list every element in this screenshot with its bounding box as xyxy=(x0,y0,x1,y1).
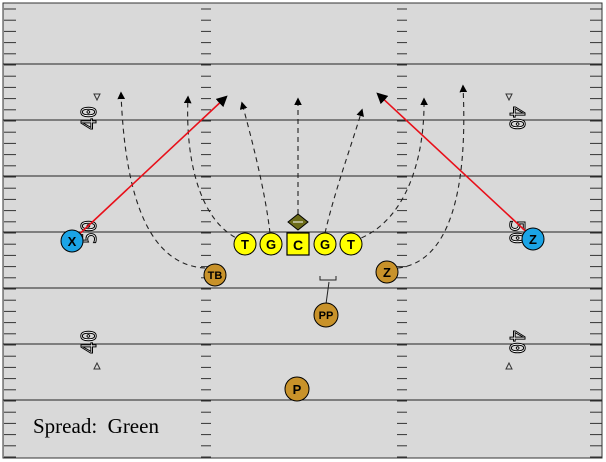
route-tb xyxy=(117,91,206,269)
player-punter: P xyxy=(284,376,310,402)
player-label: TB xyxy=(208,270,223,282)
player-x-receiver: X xyxy=(60,229,84,253)
yard-number-top-left: 40 xyxy=(77,106,101,130)
player-personal-protector: PP xyxy=(313,302,339,328)
protector-bracket xyxy=(319,276,337,281)
direction-arrow xyxy=(505,361,513,370)
player-left-guard: G xyxy=(259,232,283,256)
direction-arrow xyxy=(93,93,101,102)
route-right-guard xyxy=(324,108,364,234)
player-label: P xyxy=(293,382,302,397)
player-z-receiver: Z xyxy=(521,227,545,251)
route-right-tackle xyxy=(352,97,428,242)
route-z-receiver xyxy=(376,92,534,239)
coverage-routes xyxy=(117,84,468,269)
route-left-tackle xyxy=(183,95,244,242)
yard-lines xyxy=(3,63,602,401)
player-left-tackle: T xyxy=(233,232,257,256)
offensive-line: T G C G T xyxy=(233,232,363,256)
player-slot-z: Z xyxy=(375,260,399,284)
hash-marks xyxy=(4,8,602,458)
player-label: C xyxy=(293,237,303,253)
player-label: G xyxy=(266,237,276,252)
player-tailback: TB xyxy=(203,263,227,287)
player-label: PP xyxy=(319,310,334,322)
player-label: Z xyxy=(529,232,537,247)
player-center: C xyxy=(286,232,310,256)
direction-arrow xyxy=(93,361,101,370)
protector-stem xyxy=(325,281,330,305)
yard-number-bottom-left: 40 xyxy=(77,330,101,354)
direction-arrow xyxy=(505,93,513,102)
number-direction-arrows xyxy=(93,93,513,370)
player-label: Z xyxy=(383,265,391,280)
route-slot-z xyxy=(397,84,468,269)
protector-marker xyxy=(319,276,337,305)
yard-number-top-right: 40 xyxy=(505,106,529,130)
route-x-receiver xyxy=(71,95,228,242)
player-right-guard: G xyxy=(313,232,337,256)
player-right-tackle: T xyxy=(339,232,363,256)
player-label: X xyxy=(68,234,77,249)
route-left-guard xyxy=(239,101,271,234)
player-label: G xyxy=(320,237,330,252)
player-label: T xyxy=(241,237,249,252)
player-label: T xyxy=(347,237,355,252)
play-caption: Spread: Green xyxy=(33,414,159,438)
gunner-routes xyxy=(71,92,534,242)
yard-number-bottom-right: 40 xyxy=(505,330,529,354)
